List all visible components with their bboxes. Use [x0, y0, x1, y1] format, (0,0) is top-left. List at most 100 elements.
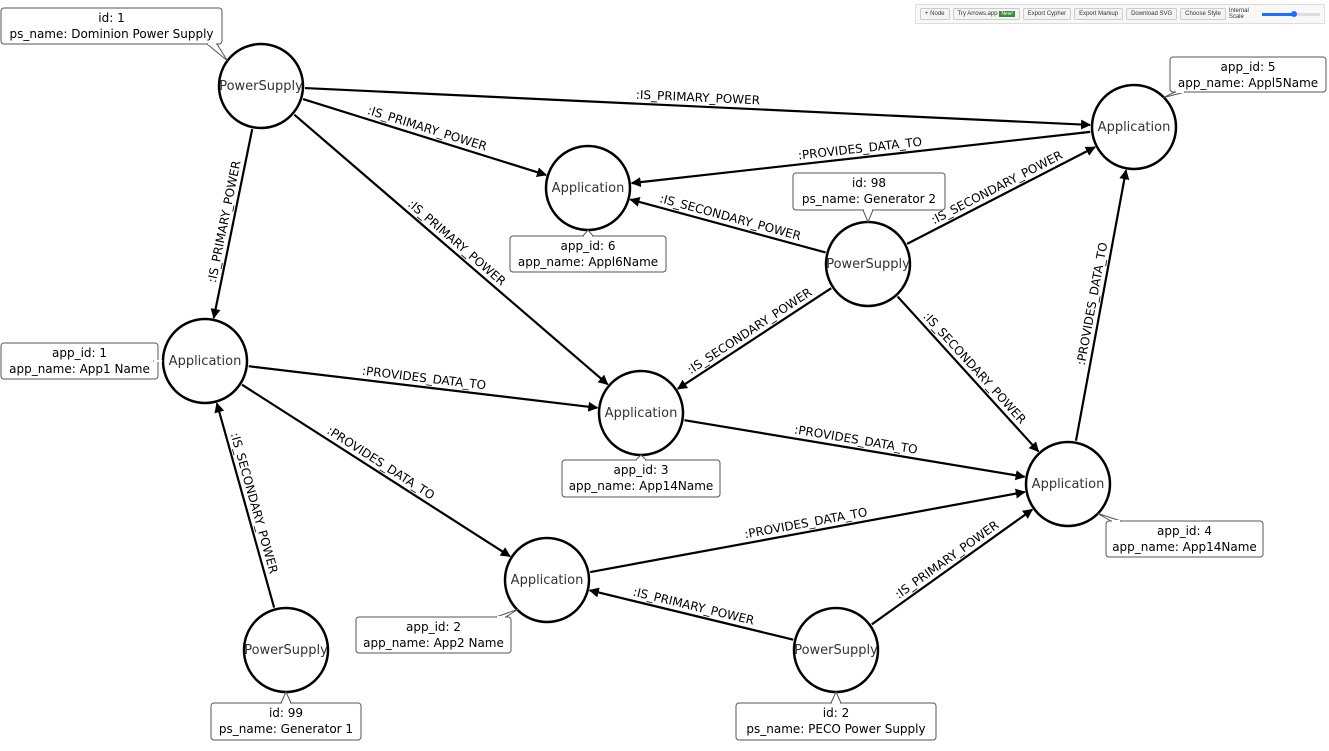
- try-arrows-label: Try Arrows.app: [957, 11, 998, 17]
- property-line: id: 1: [98, 11, 124, 25]
- node-a1[interactable]: Application: [161, 317, 249, 405]
- property-line: id: 98: [852, 176, 886, 190]
- relationship-ps1-a1[interactable]: :IS_PRIMARY_POWER: [205, 128, 254, 319]
- node-label: Application: [511, 573, 584, 588]
- relationship-a1-a3[interactable]: :PROVIDES_DATA_TO: [248, 364, 599, 412]
- relationship-line[interactable]: [896, 295, 1040, 453]
- slider-handle[interactable]: [1290, 10, 1297, 17]
- relationship-ps98-a3[interactable]: :IS_SECONDARY_POWER: [676, 285, 832, 390]
- node-circle[interactable]: [503, 536, 591, 624]
- relationship-line[interactable]: [248, 365, 599, 412]
- node-label: PowerSupply: [244, 643, 328, 658]
- node-ps99[interactable]: PowerSupply: [242, 606, 330, 694]
- relationship-ps1-a5[interactable]: :IS_PRIMARY_POWER: [304, 86, 1092, 130]
- relationship-line[interactable]: [684, 419, 1026, 481]
- property-line: app_id: 4: [1157, 524, 1212, 538]
- node-label: PowerSupply: [826, 257, 910, 272]
- relationship-type-label: :IS_SECONDARY_POWER: [920, 309, 1028, 426]
- properties-box: [1105, 520, 1264, 558]
- properties-box: [355, 616, 512, 654]
- relationship-type-label: :IS_SECONDARY_POWER: [658, 191, 802, 243]
- node-label: Application: [605, 406, 678, 421]
- properties-box: [0, 7, 223, 45]
- node-circle[interactable]: [1024, 440, 1112, 528]
- node-label: Application: [169, 354, 242, 369]
- relationship-a3-a4[interactable]: :PROVIDES_DATA_TO: [684, 419, 1026, 481]
- relationship-line[interactable]: [871, 508, 1034, 626]
- relationship-a4-a5[interactable]: :PROVIDES_DATA_TO: [1074, 169, 1130, 441]
- choose-style-button[interactable]: Choose Style: [1180, 8, 1226, 20]
- download-svg-button[interactable]: Download SVG: [1126, 8, 1178, 20]
- internal-scale-slider[interactable]: [1261, 10, 1320, 17]
- relationship-line[interactable]: [630, 130, 1091, 188]
- relationship-line[interactable]: [629, 197, 826, 254]
- export-markup-button[interactable]: Export Markup: [1074, 8, 1124, 20]
- properties-pointer: [495, 608, 518, 618]
- relationship-type-label: :IS_PRIMARY_POWER: [366, 103, 489, 153]
- relationship-type-label: :IS_SECONDARY_POWER: [685, 285, 815, 377]
- properties-pointer: [830, 690, 842, 704]
- node-a3[interactable]: Application: [597, 369, 685, 457]
- property-line: id: 2: [823, 706, 849, 720]
- property-line: app_name: Appl5Name: [1178, 76, 1318, 90]
- relationship-line[interactable]: [293, 113, 609, 386]
- property-line: app_name: App14Name: [569, 479, 714, 493]
- relationship-line[interactable]: [1074, 169, 1130, 441]
- relationship-ps1-a6[interactable]: :IS_PRIMARY_POWER: [302, 98, 547, 177]
- relationship-ps2-a4[interactable]: :IS_PRIMARY_POWER: [871, 508, 1034, 626]
- relationship-type-label: :IS_SECONDARY_POWER: [228, 431, 281, 575]
- node-ps2[interactable]: PowerSupply: [792, 606, 880, 694]
- relationship-line[interactable]: [906, 146, 1096, 245]
- node-ps1[interactable]: PowerSupply: [217, 42, 305, 130]
- relationship-line[interactable]: [588, 587, 794, 641]
- internal-scale-label: Internal Scale: [1228, 8, 1249, 20]
- node-properties-ps1: id: 1ps_name: Dominion Power Supply: [0, 7, 228, 62]
- relationship-a2-a4[interactable]: :PROVIDES_DATA_TO: [590, 488, 1026, 574]
- try-arrows-button[interactable]: Try Arrows.app New!: [952, 8, 1020, 20]
- properties-box: [1169, 56, 1327, 93]
- node-circle[interactable]: [1090, 83, 1178, 171]
- relationship-line[interactable]: [676, 287, 832, 390]
- relationship-line[interactable]: [210, 128, 254, 319]
- node-a4[interactable]: Application: [1024, 440, 1112, 528]
- node-label: Application: [1098, 120, 1171, 135]
- node-a6[interactable]: Application: [544, 144, 632, 232]
- relationship-type-label: :PROVIDES_DATA_TO: [325, 423, 438, 502]
- export-cypher-button[interactable]: Export Cypher: [1022, 8, 1072, 20]
- node-a2[interactable]: Application: [503, 536, 591, 624]
- property-line: app_id: 1: [52, 346, 107, 360]
- properties-pointer: [862, 209, 874, 224]
- new-badge: New!: [999, 11, 1015, 17]
- properties-pointer: [205, 43, 228, 62]
- relationship-line[interactable]: [590, 488, 1026, 574]
- relationship-ps98-a4[interactable]: :IS_SECONDARY_POWER: [896, 295, 1040, 453]
- node-circle[interactable]: [217, 42, 305, 130]
- property-line: id: 99: [269, 706, 303, 720]
- node-ps98[interactable]: PowerSupply: [824, 220, 912, 308]
- relationship-line[interactable]: [214, 402, 276, 608]
- relationship-line[interactable]: [241, 383, 511, 558]
- relationship-type-label: :IS_PRIMARY_POWER: [636, 88, 761, 108]
- node-properties-ps99: id: 99 ps_name: Generator 1: [210, 690, 362, 741]
- relationship-line[interactable]: [304, 86, 1092, 130]
- property-line: ps_name: Generator 1: [219, 722, 353, 736]
- property-line: app_id: 2: [406, 620, 461, 634]
- property-line: ps_name: PECO Power Supply: [746, 722, 925, 736]
- node-a5[interactable]: Application: [1090, 83, 1178, 171]
- relationship-type-label: :IS_SECONDARY_POWER: [929, 148, 1065, 227]
- relationship-ps99-a1[interactable]: :IS_SECONDARY_POWER: [214, 402, 281, 608]
- relationship-a1-a2[interactable]: :PROVIDES_DATA_TO: [241, 383, 511, 558]
- add-node-button[interactable]: + Node: [920, 8, 950, 20]
- node-properties-a5: app_id: 5 app_name: Appl5Name: [1163, 56, 1327, 99]
- relationship-ps2-a2[interactable]: :IS_PRIMARY_POWER: [588, 585, 794, 641]
- relationship-type-label: :IS_PRIMARY_POWER: [892, 518, 1001, 602]
- node-label: PowerSupply: [219, 79, 303, 94]
- property-line: app_id: 5: [1220, 60, 1275, 74]
- relationship-line[interactable]: [302, 98, 547, 177]
